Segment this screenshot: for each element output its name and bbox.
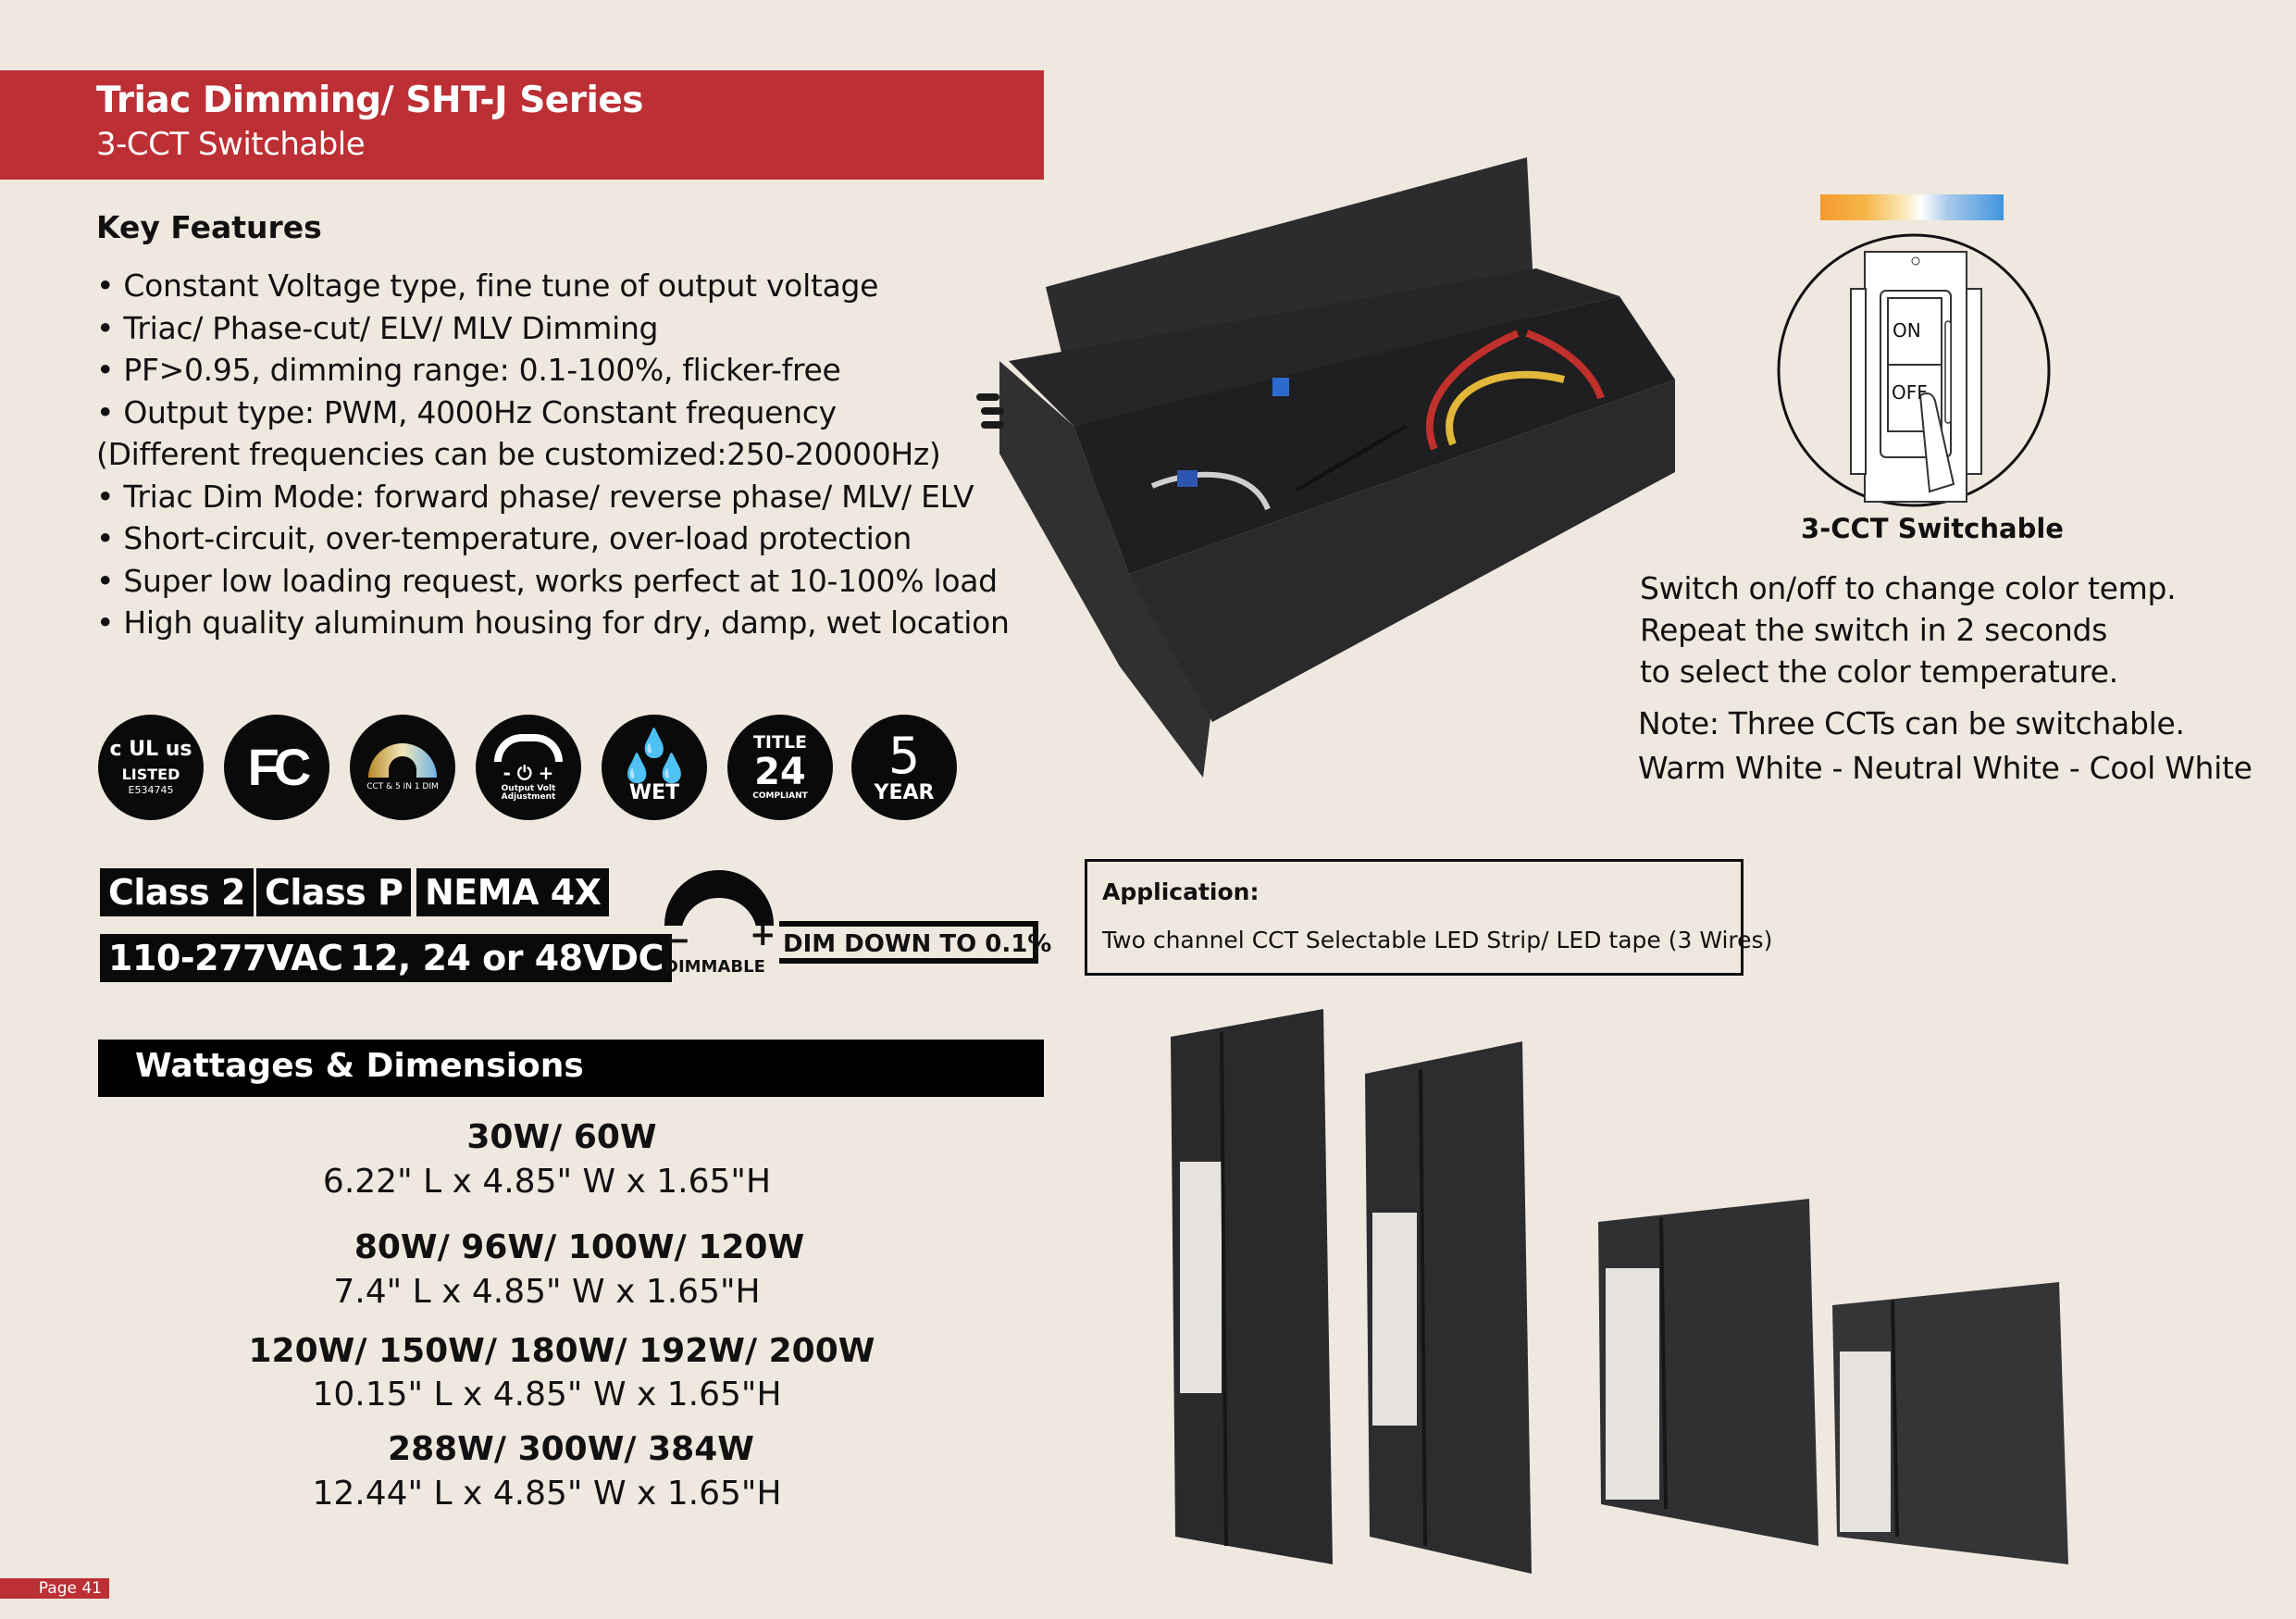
yellow-wire: [1446, 370, 1565, 446]
volt-arc: [494, 733, 563, 762]
dim-minus-symbol: −: [664, 922, 691, 959]
dim-plus-symbol: +: [750, 916, 776, 953]
volt-adjust-symbol: - ⏻ +: [503, 761, 554, 784]
warranty-years: 5: [887, 727, 921, 785]
dimension-line: 7.4" L x 4.85" W x 1.65"H: [333, 1273, 761, 1311]
blue-connector: [1177, 470, 1198, 487]
cct-switchable-caption: 3-CCT Switchable: [1801, 513, 2064, 544]
open-driver-box-photo: [976, 157, 1675, 778]
five-year-warranty-icon: 5 YEAR: [851, 715, 957, 820]
finger-pointer: [1918, 392, 1955, 493]
volt-adjust-text: Output Volt Adjustment: [501, 783, 556, 802]
fcc-mark: FC: [247, 738, 312, 796]
wattages-dimensions-header: Wattages & Dimensions: [98, 1040, 1044, 1097]
dimension-line: 10.15" L x 4.85" W x 1.65"H: [312, 1376, 782, 1414]
wall-switch-illustration: [1777, 233, 2051, 507]
wattage-group: 288W/ 300W/ 384W: [388, 1430, 754, 1468]
color-temperature-gradient: [1820, 194, 2004, 220]
application-text: Two channel CCT Selectable LED Strip/ LE…: [1102, 927, 1773, 953]
title-24-icon: TITLE 24 COMPLIANT: [727, 715, 833, 820]
wattage-group: 80W/ 96W/ 100W/ 120W: [354, 1228, 805, 1266]
cct-instruction-line: Repeat the switch in 2 seconds: [1640, 612, 2108, 648]
wet-text: WET: [628, 781, 680, 804]
cct-dim-icon: CCT & 5 IN 1 DIM: [350, 715, 455, 820]
wattages-dimensions-title: Wattages & Dimensions: [135, 1047, 584, 1085]
red-wire: [1426, 330, 1520, 451]
feature-item: (Different frequencies can be customized…: [96, 436, 941, 472]
title-text: TITLE: [752, 732, 808, 753]
driver-unit-medium: [1598, 1199, 1818, 1546]
feature-item: • High quality aluminum housing for dry,…: [96, 604, 1010, 641]
application-heading: Application:: [1102, 878, 1260, 905]
application-box: Application: Two channel CCT Selectable …: [1085, 859, 1772, 976]
fcc-icon: FC: [224, 715, 329, 820]
nema-4x-tag: NEMA 4X: [416, 868, 610, 916]
input-voltage-tag: 110-277VAC: [100, 934, 352, 982]
feature-item: • PF>0.95, dimming range: 0.1-100%, flic…: [96, 352, 841, 388]
wattage-group: 120W/ 150W/ 180W/ 192W/ 200W: [248, 1332, 875, 1370]
ul-listed-icon: c UL us LISTED E534745: [98, 715, 204, 820]
switch-on-label: ON: [1893, 319, 1921, 342]
class-p-tag: Class P: [256, 868, 412, 916]
box-interior: [1074, 296, 1675, 574]
feature-item: • Output type: PWM, 4000Hz Constant freq…: [96, 393, 837, 430]
cct-instruction-line: to select the color temperature.: [1640, 654, 2118, 690]
cct-dim-text: CCT & 5 IN 1 DIM: [366, 782, 439, 791]
series-header-band: Triac Dimming/ SHT-J Series 3-CCT Switch…: [0, 70, 1044, 180]
wet-location-icon: 💧💧💧 WET: [602, 715, 707, 820]
ul-listed-text: LISTED: [121, 766, 180, 783]
ul-file-number: E534745: [128, 784, 174, 796]
box-divider: [1294, 424, 1409, 492]
driver-unit-large: [1171, 1009, 1333, 1564]
cct-arc: [368, 743, 437, 778]
compliant-text: COMPLIANT: [752, 791, 808, 801]
warranty-year-text: YEAR: [874, 781, 935, 804]
output-voltage-tag: 12, 24 or 48VDC: [341, 934, 672, 982]
feature-item: • Triac Dim Mode: forward phase/ reverse…: [96, 478, 974, 515]
driver-unit-small: [1832, 1282, 2068, 1564]
switch-circle-frame: [1777, 233, 2051, 507]
box-top-rim: [1009, 268, 1620, 426]
driver-unit-medium-large: [1365, 1041, 1532, 1574]
key-features-heading: Key Features: [96, 209, 322, 245]
cct-options-line: Warm White - Neutral White - Cool White: [1638, 750, 2253, 786]
feature-item: • Constant Voltage type, fine tune of ou…: [96, 268, 879, 304]
class-2-tag: Class 2: [100, 868, 254, 916]
output-volt-adjustment-icon: - ⏻ + Output Volt Adjustment: [476, 715, 581, 820]
feature-item: • Triac/ Phase-cut/ ELV/ MLV Dimming: [96, 309, 659, 346]
wattage-group: 30W/ 60W: [466, 1118, 657, 1156]
dim-down-text: DIM DOWN TO 0.1%: [783, 930, 1052, 958]
series-title: Triac Dimming/ SHT-J Series: [96, 80, 644, 121]
box-side: [999, 361, 1212, 778]
dimmable-label: DIMMABLE: [664, 957, 765, 977]
series-subtitle: 3-CCT Switchable: [96, 126, 366, 163]
ul-mark: c UL us: [109, 738, 192, 761]
cct-instruction-line: Switch on/off to change color temp.: [1640, 570, 2177, 606]
product-family-photo: [1171, 1009, 2068, 1574]
title-number: 24: [754, 751, 806, 793]
key-features-list: • Constant Voltage type, fine tune of ou…: [96, 265, 1010, 644]
dimmable-icon: [664, 870, 774, 928]
dimension-line: 6.22" L x 4.85" W x 1.65"H: [322, 1163, 772, 1201]
white-wire: [1150, 471, 1271, 511]
mounting-tabs: [976, 393, 1004, 429]
box-front-wall: [1129, 380, 1675, 722]
feature-item: • Super low loading request, works perfe…: [96, 562, 998, 599]
dimension-line: 12.44" L x 4.85" W x 1.65"H: [312, 1475, 782, 1513]
red-wire-2: [1525, 330, 1605, 400]
dim-down-box: DIM DOWN TO 0.1%: [779, 921, 1051, 964]
cct-note-line: Note: Three CCTs can be switchable.: [1638, 705, 2185, 741]
on-button: [1887, 297, 1942, 366]
potentiometer: [1272, 378, 1289, 396]
feature-item: • Short-circuit, over-temperature, over-…: [96, 520, 912, 556]
water-drops-icon: 💧💧💧: [619, 728, 689, 785]
page-number: Page 41: [0, 1578, 109, 1599]
switch-off-label: OFF: [1892, 381, 1928, 404]
